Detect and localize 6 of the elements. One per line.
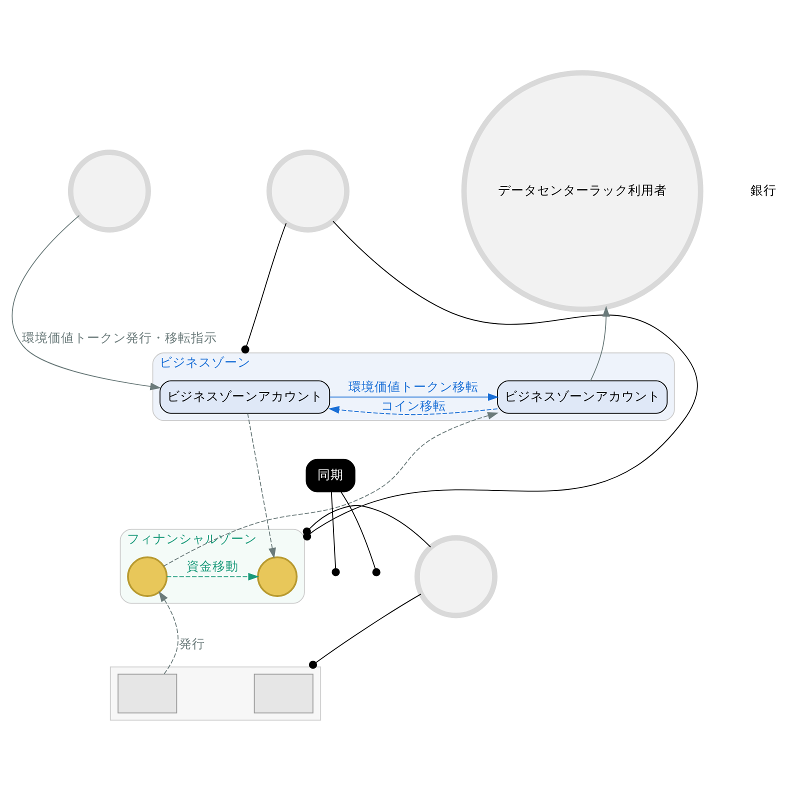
edge-label: 資金移動 xyxy=(186,558,238,574)
edge-label: 環境価値トークン移転 xyxy=(348,378,479,394)
edge-label: コイン移転 xyxy=(381,398,446,413)
label: 銀行 xyxy=(750,182,777,198)
edge-label: 環境価値トークン発行・移転指示 xyxy=(22,330,217,346)
edge-label: 発行 xyxy=(179,636,206,652)
